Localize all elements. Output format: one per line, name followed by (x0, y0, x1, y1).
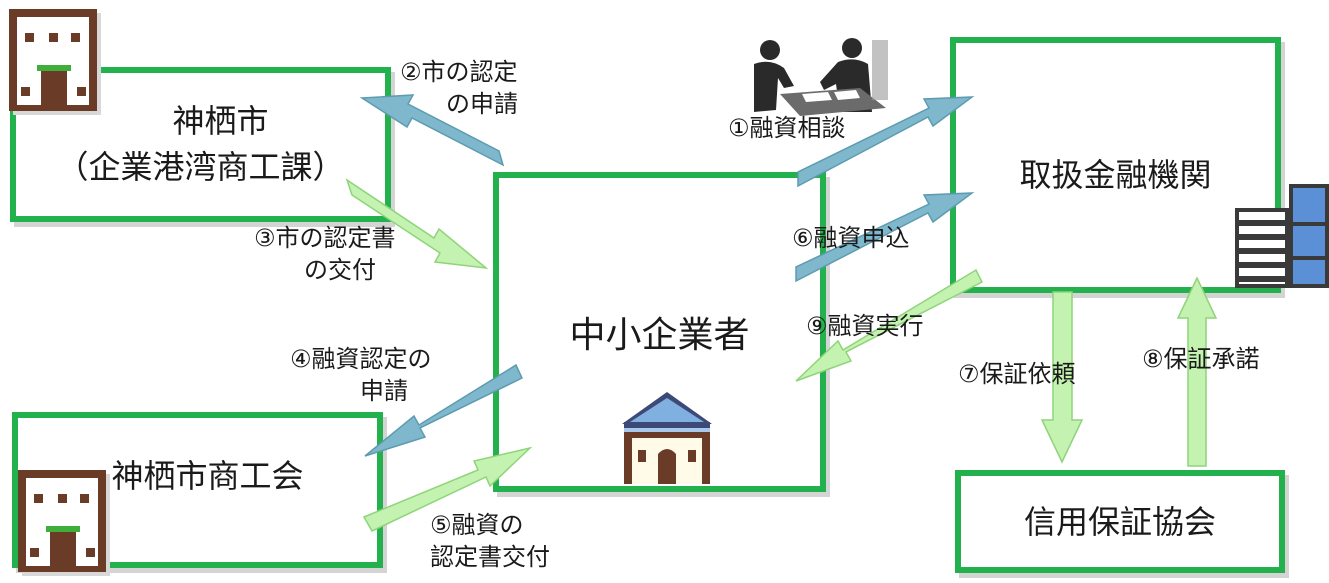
step-8-label: ⑧保証承諾 (1142, 343, 1260, 375)
arrow-guarantee-approval (1176, 276, 1218, 467)
step-9-label: ⑨融資実行 (806, 310, 924, 342)
step-4-label: ④融資認定の 申請 (290, 343, 432, 407)
arrow-guarantee-request (1040, 291, 1084, 464)
arrow-loan-application (795, 192, 975, 283)
step-5-line1: ⑤融資の (430, 511, 524, 539)
sme-node-label: 中小企業者 (569, 315, 750, 356)
step-4-line2: 申請 (360, 377, 408, 405)
step-2-label: ②市の認定 の申請 (400, 56, 518, 120)
chamber-node: 神栖市商工会 (12, 412, 383, 568)
arrow-city-certification-request (359, 94, 505, 167)
step-5-line2: 認定書交付 (430, 543, 550, 571)
step-2-line1: ②市の認定 (400, 58, 518, 86)
step-2-line2: の申請 (446, 90, 518, 118)
step-1-label: ①融資相談 (728, 112, 846, 144)
bank-node-label: 取扱金融機関 (1019, 156, 1212, 194)
step-3-label: ③市の認定書 の交付 (254, 222, 396, 286)
office-building-icon (18, 470, 110, 576)
step-3-line2: の交付 (304, 256, 376, 284)
city-node-dept: （企業港湾商工課） (56, 148, 345, 186)
guarantee-node: 信用保証協会 (955, 470, 1285, 573)
step-7-label: ⑦保証依頼 (958, 358, 1076, 390)
arrow-loan-execution (795, 268, 984, 382)
step-3-line1: ③市の認定書 (254, 224, 396, 252)
house-icon (622, 392, 712, 484)
bank-building-icon (1235, 184, 1329, 288)
city-node-name: 神栖市 (172, 102, 269, 140)
arrow-loan-certification-request (364, 363, 523, 457)
step-8-line1: ⑧保証承諾 (1142, 345, 1260, 373)
step-9-line1: ⑨融資実行 (806, 312, 924, 340)
step-5-label: ⑤融資の 認定書交付 (430, 509, 550, 573)
office-building-icon (9, 9, 101, 115)
step-6-label: ⑥融資申込 (792, 222, 910, 254)
step-1-line1: ①融資相談 (728, 114, 846, 142)
arrow-loan-consultation (797, 96, 975, 188)
guarantee-node-label: 信用保証協会 (1023, 503, 1216, 541)
meeting-people-icon (754, 38, 888, 116)
city-node: 神栖市 （企業港湾商工課） (10, 67, 391, 222)
step-7-line1: ⑦保証依頼 (958, 360, 1076, 388)
step-6-line1: ⑥融資申込 (792, 224, 910, 252)
arrow-city-certificate-issue (345, 178, 489, 270)
arrow-loan-certificate-issue (362, 446, 533, 532)
chamber-node-label: 神栖市商工会 (111, 457, 304, 495)
bank-node: 取扱金融機関 (950, 37, 1281, 293)
step-4-line1: ④融資認定の (290, 345, 432, 373)
